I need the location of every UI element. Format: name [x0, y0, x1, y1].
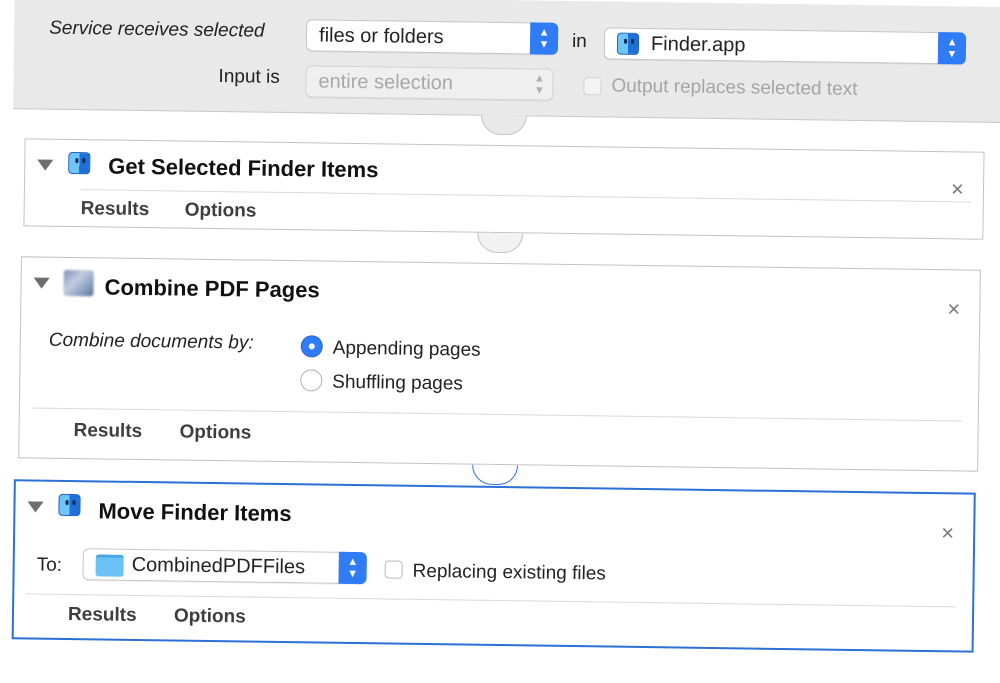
- divider: [26, 593, 957, 608]
- finder-icon: [68, 151, 91, 175]
- action-title: Combine PDF Pages: [104, 274, 320, 303]
- action-title: Get Selected Finder Items: [108, 153, 379, 183]
- action-get-selected-finder-items[interactable]: Get Selected Finder Items × Results Opti…: [23, 138, 985, 240]
- input-type-popup[interactable]: files or folders ▲▼: [305, 19, 559, 55]
- close-icon[interactable]: ×: [950, 176, 965, 202]
- application-popup[interactable]: Finder.app ▲▼: [603, 27, 967, 65]
- action-combine-pdf-pages[interactable]: Combine PDF Pages × Combine documents by…: [18, 256, 981, 472]
- input-type-stepper-icon: ▲▼: [529, 22, 559, 55]
- in-label: in: [571, 30, 587, 53]
- input-is-popup[interactable]: entire selection ▲▼: [305, 65, 554, 101]
- destination-stepper-icon: ▲▼: [338, 551, 367, 585]
- divider: [31, 407, 962, 422]
- disclosure-triangle-icon[interactable]: [33, 277, 50, 289]
- finder-icon: [616, 32, 640, 55]
- destination-value: CombinedPDFFiles: [131, 553, 306, 579]
- action-connector: [480, 114, 527, 136]
- radio-appending-pages[interactable]: [300, 335, 323, 358]
- service-header: Service receives selected files or folde…: [13, 0, 1000, 124]
- to-label: To:: [36, 554, 63, 576]
- disclosure-triangle-icon[interactable]: [37, 159, 54, 171]
- pdf-pages-icon: [63, 269, 94, 297]
- tab-options[interactable]: Options: [184, 199, 257, 222]
- action-connector: [477, 232, 524, 254]
- action-move-finder-items[interactable]: Move Finder Items × To: CombinedPDFFiles…: [11, 479, 976, 653]
- input-type-value: files or folders: [318, 24, 444, 49]
- tab-results[interactable]: Results: [80, 198, 150, 221]
- output-replaces-label: Output replaces selected text: [611, 75, 858, 100]
- tab-results[interactable]: Results: [73, 420, 143, 443]
- radio-shuffling-pages[interactable]: [300, 369, 323, 392]
- replace-existing-label: Replacing existing files: [412, 560, 607, 585]
- destination-popup[interactable]: CombinedPDFFiles ▲▼: [82, 548, 367, 585]
- combine-label: Combine documents by:: [48, 329, 254, 354]
- input-is-label: Input is: [218, 66, 280, 88]
- finder-icon: [58, 493, 81, 517]
- service-receives-label: Service receives selected: [49, 17, 265, 42]
- close-icon[interactable]: ×: [941, 520, 955, 546]
- tab-options[interactable]: Options: [173, 605, 246, 628]
- disclosure-triangle-icon[interactable]: [27, 501, 44, 513]
- tab-results[interactable]: Results: [67, 603, 137, 626]
- action-title: Move Finder Items: [98, 498, 292, 527]
- option-appending-pages: Appending pages: [332, 337, 481, 361]
- input-is-stepper-icon: ▲▼: [533, 72, 546, 97]
- close-icon[interactable]: ×: [947, 296, 961, 322]
- application-stepper-icon: ▲▼: [937, 32, 967, 65]
- application-value: Finder.app: [650, 33, 746, 57]
- option-shuffling-pages: Shuffling pages: [332, 371, 464, 395]
- tab-options[interactable]: Options: [179, 421, 252, 444]
- replace-existing-checkbox[interactable]: [384, 560, 403, 579]
- output-replaces-checkbox[interactable]: [583, 77, 602, 96]
- action-connector: [471, 464, 519, 486]
- folder-icon: [95, 554, 124, 577]
- input-is-value: entire selection: [318, 70, 454, 95]
